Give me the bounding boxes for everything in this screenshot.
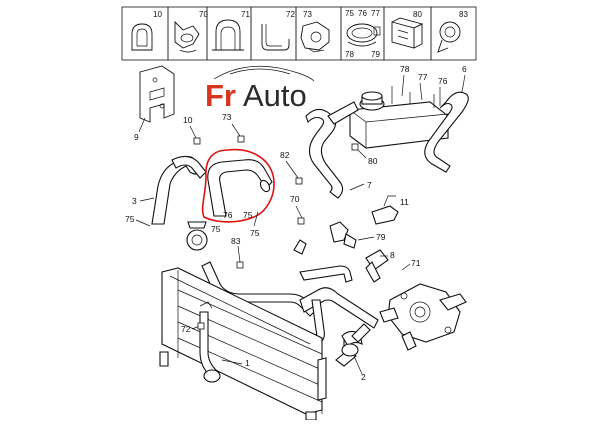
callout-77: 77 [418,72,428,82]
callout-75: 75 [125,214,135,224]
hose-1: 1 72 [181,301,250,383]
clip-number: 78 [345,50,354,59]
logo-auto-text: Auto [243,78,307,113]
callout-83: 83 [231,236,241,246]
clip-10: 10 [131,10,162,51]
callout-6: 6 [462,64,467,74]
callout-82: 82 [280,150,290,160]
bracket-9: 9 [134,65,175,142]
clip-number: 72 [286,10,295,19]
clip-number: 77 [371,9,380,18]
callout-80: 80 [368,156,378,166]
highlighted-hose: 76 75 [201,148,275,223]
clip-number: 73 [303,10,312,19]
hose-7: 82 80 7 70 [280,101,378,225]
expansion-tank: 78 77 76 6 [349,64,469,173]
callout-8: 8 [390,250,395,260]
clip-number: 10 [153,10,162,19]
callout-71: 71 [411,258,421,268]
clip-number: 83 [459,10,468,19]
clip-72: 72 [261,10,295,51]
water-outlet-housing [379,283,467,351]
callout-11: 11 [400,197,409,207]
callout-9: 9 [134,132,139,142]
callout-3: 3 [132,196,137,206]
callout-2: 2 [361,372,366,382]
clip-80: 80 [391,10,424,49]
callout-78: 78 [400,64,410,74]
clip-number: 80 [413,10,422,19]
frauto-logo: Fr Auto [205,65,315,113]
clip-number: 70 [199,10,208,19]
clip-number: 71 [241,10,250,19]
callout-1: 1 [245,358,250,368]
logo-fr-text: Fr [205,78,236,113]
callout-10: 10 [183,115,193,125]
callout-7: 7 [367,180,372,190]
clip-75-79: 75 76 77 78 79 [345,9,380,59]
clip-70: 70 [174,10,208,53]
oil-cooler: 75 75 83 [186,211,260,269]
clip-strip: 10 70 71 72 73 [121,6,477,61]
clip-71: 71 [212,10,250,51]
callout-75: 75 [243,210,253,220]
callout-73: 73 [222,112,232,122]
callout-72: 72 [181,324,191,334]
callout-76: 76 [438,76,448,86]
hose-3: 10 73 3 75 [125,112,245,227]
clip-83: 83 [437,10,468,53]
callout-70: 70 [290,194,300,204]
callout-75: 75 [211,224,221,234]
clip-73: 73 [300,10,330,53]
clip-number: 79 [371,50,380,59]
radiator [159,267,327,421]
pipe-fittings: 79 11 8 71 [293,195,421,283]
callout-75: 75 [250,228,260,238]
clip-number: 76 [358,9,367,18]
clip-number: 75 [345,9,354,18]
callout-79: 79 [376,232,386,242]
callout-76: 76 [223,210,233,220]
hose-2: 2 [341,323,371,382]
